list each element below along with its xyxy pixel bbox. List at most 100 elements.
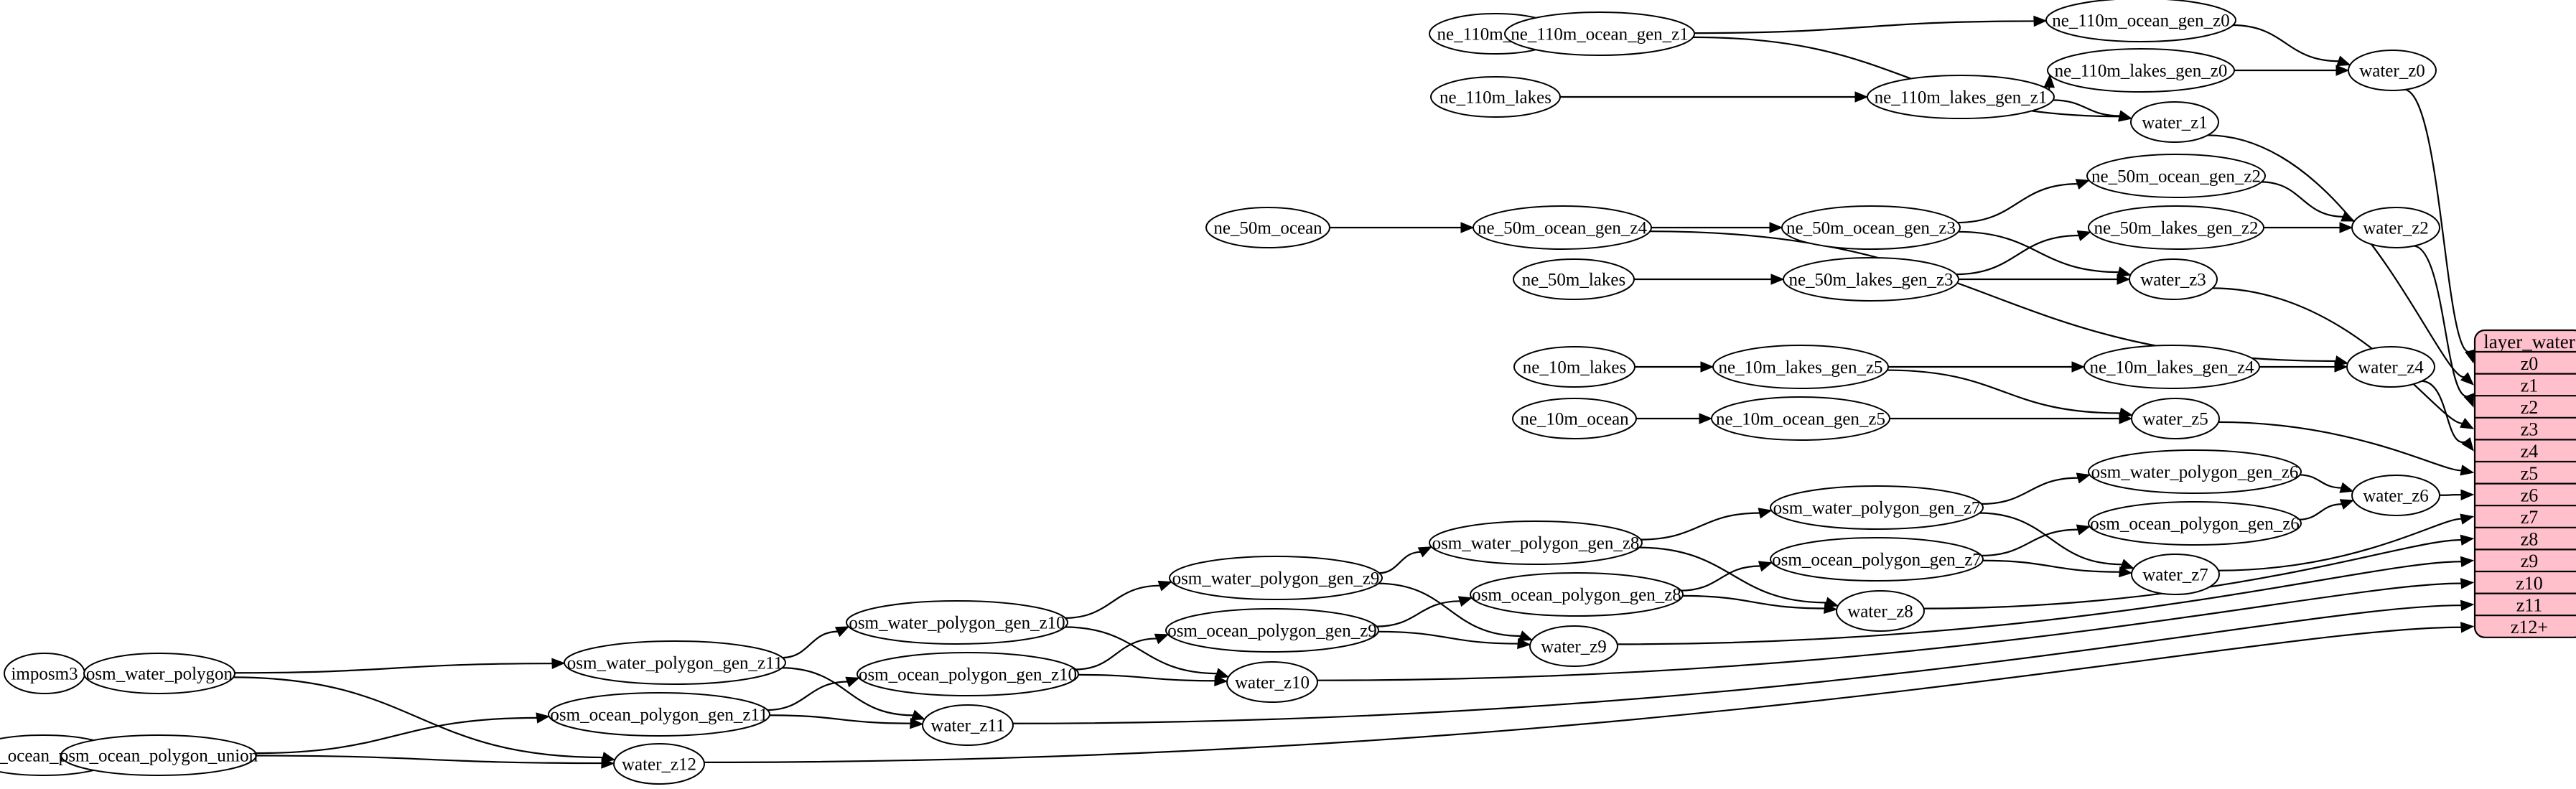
graph-node-ne_50m_ocean[interactable]: ne_50m_ocean — [1205, 207, 1330, 248]
node-label-water_z0: water_z0 — [2359, 62, 2425, 81]
graph-node-imposm3[interactable]: imposm3 — [4, 653, 85, 694]
graph-node-ne_50m_ocean_gen_z4[interactable]: ne_50m_ocean_gen_z4 — [1473, 205, 1652, 250]
table-row-z1[interactable]: z1 — [2521, 375, 2539, 396]
table-row-z7[interactable]: z7 — [2521, 507, 2539, 528]
graph-node-osm_ocean_polygon_gen_z6[interactable]: osm_ocean_polygon_gen_z6 — [2088, 501, 2302, 546]
graph-node-ne_50m_lakes_gen_z3[interactable]: ne_50m_lakes_gen_z3 — [1783, 257, 1959, 302]
arrowhead-icon — [1518, 630, 1534, 641]
graph-node-osm_water_polygon_gen_z10[interactable]: osm_water_polygon_gen_z10 — [846, 600, 1068, 645]
node-label-osm_water_polygon_gen_z6: osm_water_polygon_gen_z6 — [2091, 463, 2299, 482]
graph-node-water_z12[interactable]: water_z12 — [613, 743, 705, 785]
table-row-z8[interactable]: z8 — [2521, 529, 2539, 550]
table-row-z2[interactable]: z2 — [2521, 397, 2539, 418]
arrowhead-icon — [1758, 561, 1773, 572]
graph-node-water_z5[interactable]: water_z5 — [2131, 398, 2220, 439]
node-ellipse-ne_110m_ocean_gen_z1 — [1504, 11, 1695, 56]
graph-node-osm_ocean_polygon_gen_z10[interactable]: osm_ocean_polygon_gen_z10 — [857, 652, 1079, 696]
node-label-water_z8: water_z8 — [1847, 602, 1913, 622]
graph-node-water_z0[interactable]: water_z0 — [2348, 50, 2437, 91]
node-label-osm_water_polygon_gen_z10: osm_water_polygon_gen_z10 — [849, 614, 1065, 633]
table-row-z12+[interactable]: z12+ — [2511, 617, 2548, 638]
node-label-osm_ocean_polygon_gen_z8: osm_ocean_polygon_gen_z8 — [1472, 586, 1681, 605]
graph-node-osm_water_polygon_gen_z9[interactable]: osm_water_polygon_gen_z9 — [1169, 556, 1383, 600]
graph-node-osm_water_polygon_gen_z7[interactable]: osm_water_polygon_gen_z7 — [1770, 485, 1984, 530]
arrowhead-icon — [2463, 393, 2475, 408]
edge-ne_50m_lakes_gen_z3-to-ne_50m_lakes_gen_z2 — [1955, 234, 2080, 276]
node-label-water_z9: water_z9 — [1541, 638, 1607, 657]
node-label-osm_ocean_polygon_gen_z11: osm_ocean_polygon_gen_z11 — [550, 706, 767, 725]
edge-layer — [60, 15, 2476, 769]
edge-osm_ocean_polygon_gen_z9-to-water_z9 — [1377, 630, 1519, 645]
node-ellipse-water_z4 — [2346, 346, 2435, 388]
graph-node-ne_110m_lakes_gen_z0[interactable]: ne_110m_lakes_gen_z0 — [2047, 48, 2235, 93]
arrowhead-icon — [2460, 599, 2475, 612]
graph-node-osm_ocean_polygon_gen_z11[interactable]: osm_ocean_polygon_gen_z11 — [548, 692, 770, 737]
graph-node-ne_50m_ocean_gen_z3[interactable]: ne_50m_ocean_gen_z3 — [1781, 205, 1961, 250]
node-label-water_z4: water_z4 — [2358, 358, 2424, 378]
node-ellipse-ne_10m_lakes — [1513, 346, 1635, 388]
node-ellipse-water_z6 — [2351, 475, 2440, 516]
graph-node-ne_50m_lakes[interactable]: ne_50m_lakes — [1513, 258, 1635, 300]
table-row-z0[interactable]: z0 — [2521, 353, 2539, 374]
node-label-water_z12: water_z12 — [622, 755, 696, 775]
node-label-ne_110m_lakes_gen_z0: ne_110m_lakes_gen_z0 — [2055, 62, 2228, 81]
edge-osm_water_polygon_gen_z11-to-water_z11 — [780, 667, 914, 716]
graph-node-water_z4[interactable]: water_z4 — [2346, 346, 2435, 388]
graph-node-osm_ocean_polygon_gen_z8[interactable]: osm_ocean_polygon_gen_z8 — [1470, 572, 1684, 617]
edge-osm_ocean_polygon_gen_z9-to-osm_ocean_polygon_gen_z8 — [1376, 600, 1461, 627]
graph-node-ne_10m_lakes[interactable]: ne_10m_lakes — [1513, 346, 1635, 388]
node-ellipse-osm_water_polygon_gen_z7 — [1770, 485, 1984, 530]
graph-node-water_z1[interactable]: water_z1 — [2130, 101, 2219, 143]
graph-node-osm_ocean_polygon_union[interactable]: osm_ocean_polygon_union — [60, 734, 258, 776]
arrowhead-icon — [2076, 472, 2091, 484]
table-row-z9[interactable]: z9 — [2521, 551, 2539, 571]
graph-node-water_z2[interactable]: water_z2 — [2351, 207, 2440, 248]
graph-node-osm_water_polygon_gen_z11[interactable]: osm_water_polygon_gen_z11 — [564, 640, 786, 685]
arrowhead-icon — [1460, 222, 1475, 233]
graph-node-water_z9[interactable]: water_z9 — [1529, 625, 1618, 667]
arrowhead-icon — [2460, 556, 2475, 568]
graph-node-ne_10m_lakes_gen_z5[interactable]: ne_10m_lakes_gen_z5 — [1712, 345, 1889, 389]
table-row-z10[interactable]: z10 — [2516, 573, 2543, 594]
graph-node-ne_110m_ocean_gen_z1[interactable]: ne_110m_ocean_gen_z1 — [1504, 11, 1695, 56]
graph-node-ne_110m_lakes[interactable]: ne_110m_lakes — [1430, 76, 1561, 118]
node-ellipse-ne_10m_lakes_gen_z5 — [1712, 345, 1889, 389]
graph-node-ne_110m_ocean_gen_z0[interactable]: ne_110m_ocean_gen_z0 — [2045, 0, 2236, 42]
table-row-z6[interactable]: z6 — [2521, 485, 2539, 505]
graph-node-water_z10[interactable]: water_z10 — [1226, 661, 1318, 703]
graph-node-water_z8[interactable]: water_z8 — [1836, 590, 1925, 632]
graph-node-water_z11[interactable]: water_z11 — [922, 704, 1014, 746]
node-label-ne_50m_lakes: ne_50m_lakes — [1522, 271, 1625, 290]
node-ellipse-ne_110m_lakes — [1430, 76, 1561, 118]
arrowhead-icon — [1854, 91, 1869, 103]
graph-node-water_z6[interactable]: water_z6 — [2351, 475, 2440, 516]
graph-node-ne_110m_lakes_gen_z1[interactable]: ne_110m_lakes_gen_z1 — [1867, 75, 2055, 119]
graph-node-ne_10m_lakes_gen_z4[interactable]: ne_10m_lakes_gen_z4 — [2083, 345, 2260, 389]
graph-node-ne_50m_ocean_gen_z2[interactable]: ne_50m_ocean_gen_z2 — [2086, 154, 2266, 198]
arrowhead-icon — [1457, 596, 1473, 607]
arrowhead-icon — [1215, 668, 1230, 679]
graph-node-osm_water_polygon_gen_z8[interactable]: osm_water_polygon_gen_z8 — [1429, 520, 1643, 565]
graph-node-osm_ocean_polygon_gen_z9[interactable]: osm_ocean_polygon_gen_z9 — [1165, 608, 1379, 653]
edge-osm_water_polygon-to-water_z12 — [232, 676, 604, 759]
arrowhead-icon — [2118, 110, 2133, 121]
node-label-osm_ocean_polygon_union: osm_ocean_polygon_union — [60, 747, 258, 766]
node-ellipse-osm_water_polygon — [83, 653, 235, 694]
node-label-osm_ocean_polygon_gen_z7: osm_ocean_polygon_gen_z7 — [1772, 551, 1982, 570]
graph-node-water_z3[interactable]: water_z3 — [2129, 258, 2218, 300]
graph-node-ne_50m_lakes_gen_z2[interactable]: ne_50m_lakes_gen_z2 — [2088, 205, 2264, 250]
edge-osm_water_polygon_gen_z10-to-osm_water_polygon_gen_z9 — [1064, 584, 1161, 620]
graph-node-osm_ocean_polygon_gen_z7[interactable]: osm_ocean_polygon_gen_z7 — [1770, 537, 1984, 582]
graph-node-water_z7[interactable]: water_z7 — [2131, 554, 2220, 595]
graph-node-ne_10m_ocean_gen_z5[interactable]: ne_10m_ocean_gen_z5 — [1711, 396, 1890, 441]
node-label-water_z1: water_z1 — [2142, 113, 2208, 133]
table-row-z11[interactable]: z11 — [2516, 594, 2543, 615]
graph-node-osm_water_polygon_gen_z6[interactable]: osm_water_polygon_gen_z6 — [2088, 449, 2302, 494]
table-row-z4[interactable]: z4 — [2521, 441, 2539, 462]
table-row-z3[interactable]: z3 — [2521, 419, 2539, 440]
node-ellipse-water_z9 — [1529, 625, 1618, 667]
graph-node-ne_10m_ocean[interactable]: ne_10m_ocean — [1512, 398, 1637, 439]
table-row-z5[interactable]: z5 — [2521, 463, 2539, 484]
graph-node-osm_water_polygon[interactable]: osm_water_polygon — [83, 653, 235, 694]
node-label-ne_110m_lakes: ne_110m_lakes — [1439, 88, 1551, 108]
